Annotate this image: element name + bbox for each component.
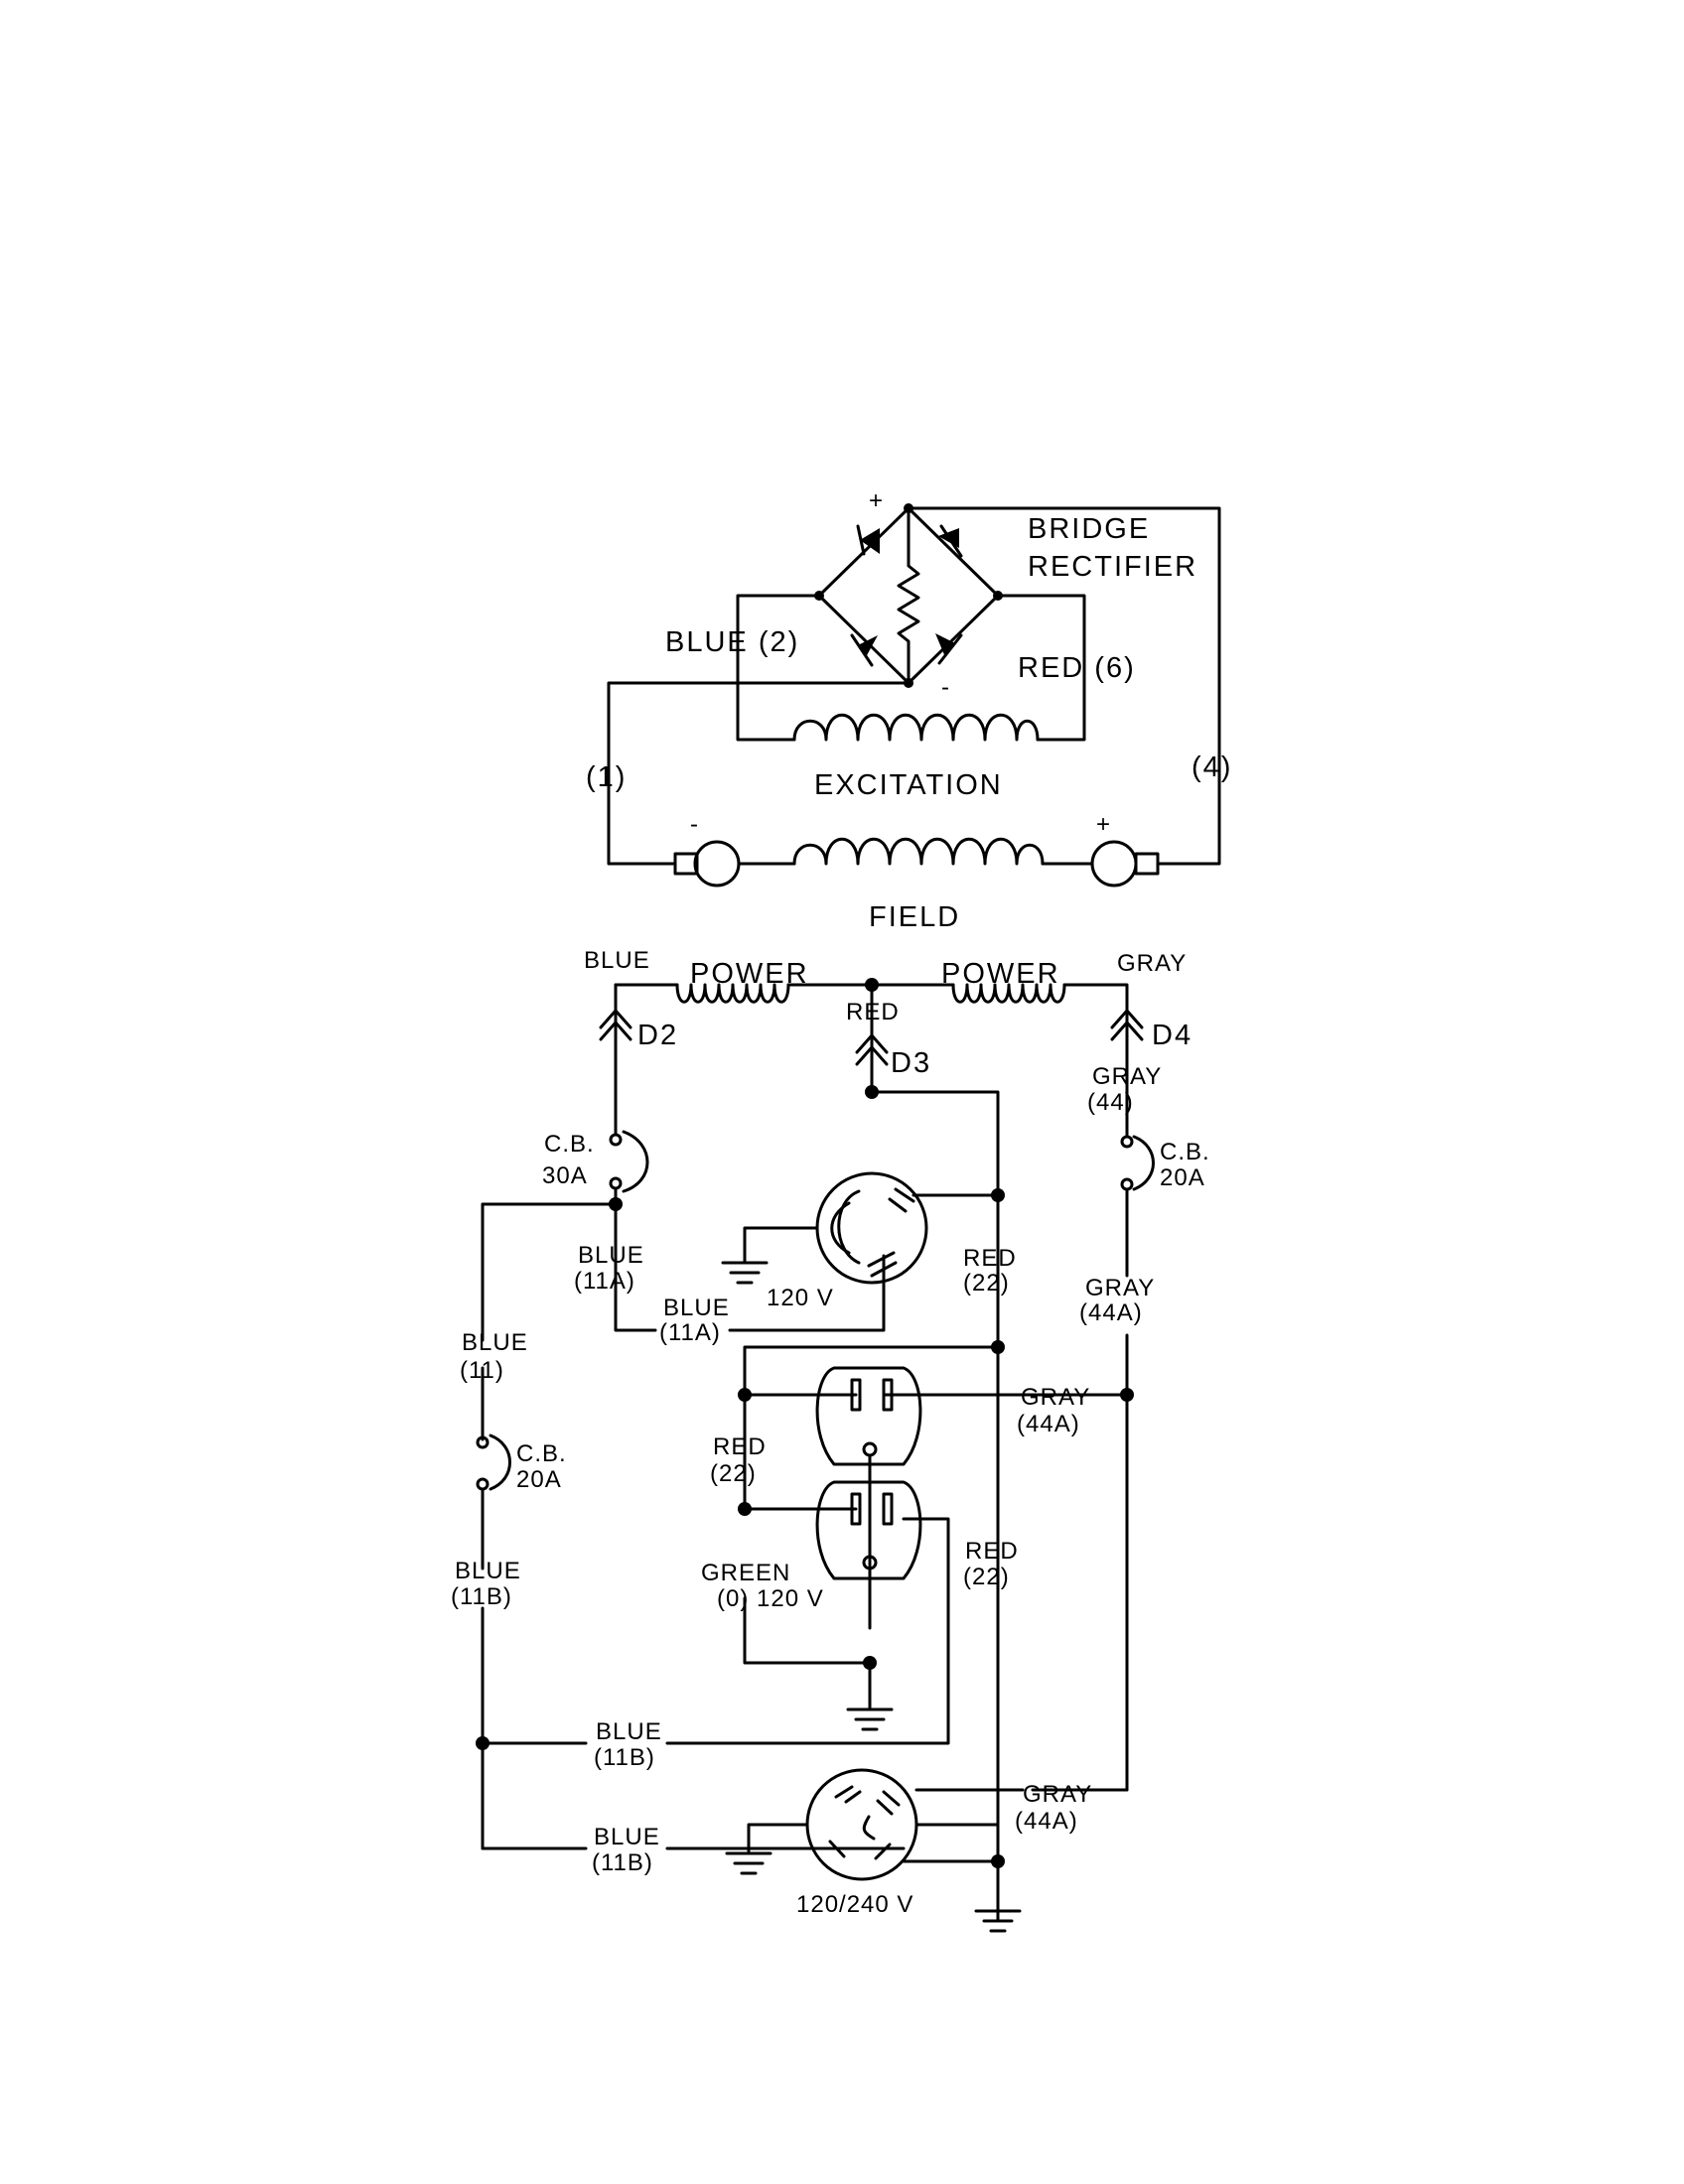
green-label-a: GREEN bbox=[701, 1560, 790, 1586]
cb20r-label-a: C.B. bbox=[1160, 1139, 1210, 1165]
cb20l-label-b: 20A bbox=[516, 1466, 562, 1493]
blue11b-3-label-a: BLUE bbox=[594, 1824, 660, 1850]
gray44a-3-label-a: GRAY bbox=[1023, 1781, 1092, 1808]
gray44a-1-label-b: (44A) bbox=[1079, 1299, 1143, 1326]
blue11b-2-label-a: BLUE bbox=[596, 1718, 662, 1745]
ground-icon bbox=[846, 1707, 894, 1731]
field-label: FIELD bbox=[869, 901, 960, 933]
duplex-receptacle-lower[interactable] bbox=[815, 1480, 922, 1580]
excitation-label: EXCITATION bbox=[814, 769, 1003, 801]
plus-terminal-label: + bbox=[869, 487, 884, 514]
d2-label: D2 bbox=[637, 1020, 678, 1051]
blue11-label-b: (11) bbox=[460, 1357, 504, 1384]
blue11a-2-label-a: BLUE bbox=[663, 1295, 730, 1321]
duplex-receptacle-upper[interactable] bbox=[815, 1366, 922, 1466]
minus-terminal-label: - bbox=[941, 674, 950, 701]
power-winding-2 bbox=[951, 983, 1066, 1004]
gray44-label-a: GRAY bbox=[1092, 1063, 1162, 1090]
field-minus-label: - bbox=[690, 811, 699, 838]
d3-label: D3 bbox=[891, 1047, 931, 1079]
circuit-breaker-20a-left[interactable] bbox=[476, 1433, 511, 1491]
v120-top-label: 120 V bbox=[767, 1285, 834, 1311]
red22-2-label-b: (22) bbox=[710, 1460, 757, 1487]
connector-d3 bbox=[855, 1030, 889, 1094]
blue11b-3-label-b: (11B) bbox=[592, 1849, 653, 1876]
cb20l-label-a: C.B. bbox=[516, 1440, 567, 1467]
field-coil bbox=[673, 837, 1174, 887]
gray44a-2-label-b: (44A) bbox=[1017, 1411, 1080, 1437]
cb30-label-b: 30A bbox=[542, 1162, 588, 1189]
circuit-breaker-20a-right[interactable] bbox=[1120, 1135, 1155, 1191]
twist-lock-receptacle-120v[interactable] bbox=[815, 1171, 928, 1285]
diode-icon bbox=[856, 524, 880, 556]
gray44a-1-label-a: GRAY bbox=[1085, 1275, 1155, 1301]
red22-1-label-b: (22) bbox=[963, 1270, 1010, 1297]
blue11b-1-label-b: (11B) bbox=[451, 1583, 512, 1610]
red22-3-label-b: (22) bbox=[963, 1564, 1010, 1590]
v120-240-label: 120/240 V bbox=[796, 1891, 913, 1918]
power-winding-1 bbox=[675, 983, 790, 1004]
ground-icon bbox=[974, 1909, 1022, 1933]
excitation-coil bbox=[792, 713, 1040, 742]
blue11b-1-label-a: BLUE bbox=[455, 1558, 521, 1584]
ground-icon bbox=[725, 1851, 772, 1875]
connector-d4 bbox=[1110, 1001, 1144, 1139]
red22-3-label-a: RED bbox=[965, 1538, 1019, 1565]
ground-icon bbox=[721, 1261, 769, 1285]
red22-1-label-a: RED bbox=[963, 1245, 1017, 1272]
diode-icon bbox=[850, 633, 878, 667]
blue11a-1-label-a: BLUE bbox=[578, 1242, 644, 1269]
gray44a-3-label-b: (44A) bbox=[1015, 1808, 1078, 1835]
d4-label: D4 bbox=[1152, 1020, 1193, 1051]
wire-1-label: (1) bbox=[586, 761, 627, 793]
diode-icon bbox=[938, 524, 963, 558]
connector-d2 bbox=[599, 1001, 632, 1124]
rectifier-label: RECTIFIER bbox=[1028, 551, 1197, 583]
power-2-label: POWER bbox=[941, 958, 1060, 990]
cb20r-label-b: 20A bbox=[1160, 1164, 1205, 1191]
diode-icon bbox=[935, 633, 963, 665]
red-top-label: RED bbox=[846, 999, 900, 1025]
circuit-breaker-30a[interactable] bbox=[609, 1130, 649, 1193]
gray44a-2-label-a: GRAY bbox=[1021, 1384, 1090, 1411]
twist-lock-receptacle-120-240v[interactable] bbox=[805, 1768, 918, 1881]
cb30-label-a: C.B. bbox=[544, 1131, 595, 1158]
blue11-label-a: BLUE bbox=[462, 1329, 528, 1356]
blue11b-2-label-b: (11B) bbox=[594, 1744, 655, 1771]
bridge-label: BRIDGE bbox=[1028, 513, 1150, 545]
red-6-label: RED (6) bbox=[1018, 652, 1136, 684]
blue-2-label: BLUE (2) bbox=[665, 626, 799, 658]
field-plus-label: + bbox=[1096, 811, 1111, 838]
gray-top-label: GRAY bbox=[1117, 950, 1187, 977]
power-1-label: POWER bbox=[690, 958, 809, 990]
wire-4-label: (4) bbox=[1192, 751, 1232, 783]
blue11a-2-label-b: (11A) bbox=[659, 1319, 721, 1346]
green-label-b: (0) 120 V bbox=[717, 1585, 824, 1612]
bridge-rectifier bbox=[814, 503, 1003, 688]
blue-top-label: BLUE bbox=[584, 947, 650, 974]
blue11a-1-label-b: (11A) bbox=[574, 1268, 635, 1295]
red22-2-label-a: RED bbox=[713, 1433, 767, 1460]
gray44-label-b: (44) bbox=[1087, 1089, 1134, 1116]
